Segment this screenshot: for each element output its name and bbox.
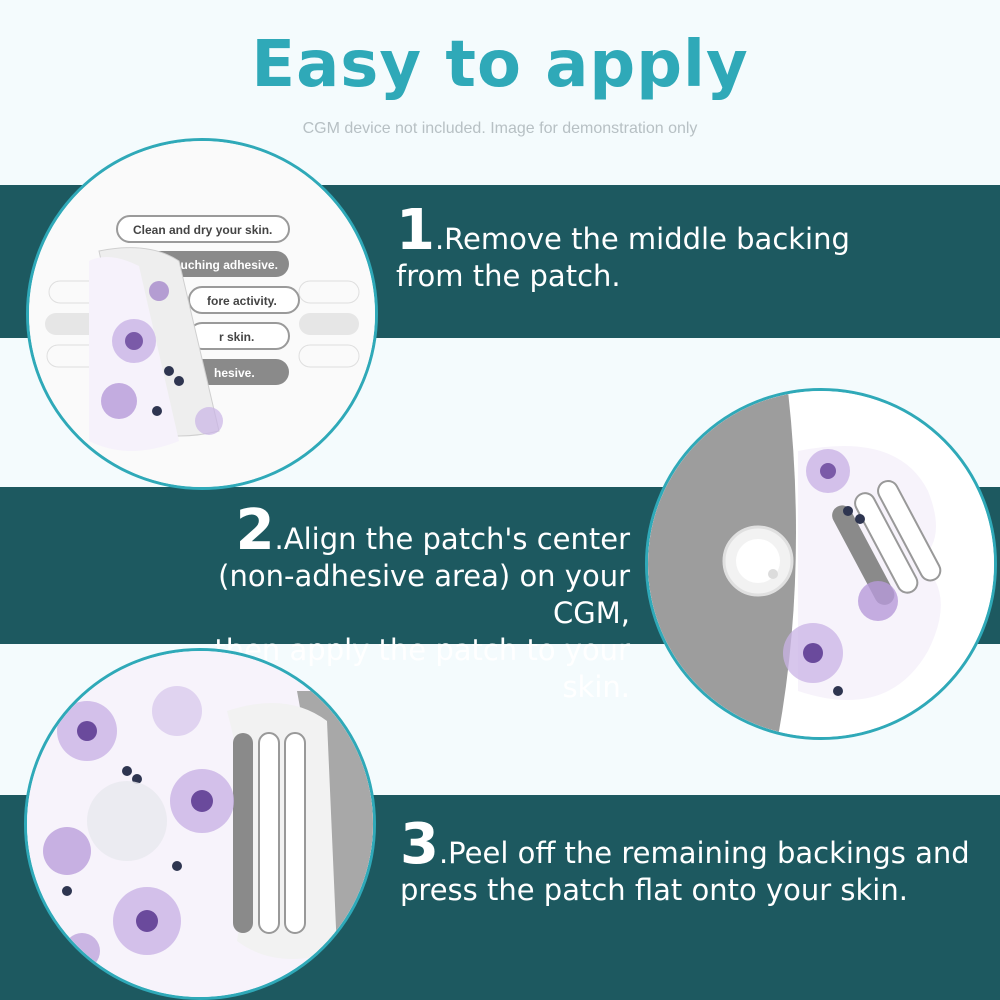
step-1-number: 1 (396, 198, 435, 263)
step-1-image: Clean and dry your skin. Avoid touching … (26, 138, 378, 490)
step-3-number: 3 (400, 812, 439, 877)
svg-text:hesive.: hesive. (214, 366, 255, 380)
step-2-line-3: then apply the patch to your skin. (214, 633, 630, 704)
patch-on-cgm-illustration (648, 391, 994, 737)
step-2-line-1: .Align the patch's center (274, 522, 630, 556)
step-3-line-2: press the patch flat onto your skin. (400, 873, 908, 907)
page-title: Easy to apply (251, 28, 749, 102)
step-1-line-2: from the patch. (396, 259, 621, 293)
step-2-image (645, 388, 997, 740)
svg-text:fore activity.: fore activity. (207, 294, 277, 308)
backing-peel-illustration: Clean and dry your skin. Avoid touching … (29, 141, 375, 487)
step-3-image (24, 648, 376, 1000)
step-1-line-1: .Remove the middle backing (434, 222, 850, 256)
step-1-text: 1.Remove the middle backing from the pat… (396, 203, 956, 295)
peel-remaining-illustration (27, 651, 373, 997)
step-2-line-2: (non-adhesive area) on your CGM, (218, 559, 630, 630)
step-2-text: 2.Align the patch's center (non-adhesive… (150, 503, 630, 706)
page-subtitle: CGM device not included. Image for demon… (302, 120, 698, 137)
step-3-line-1: .Peel off the remaining backings and (438, 836, 970, 870)
step-3-text: 3.Peel off the remaining backings and pr… (400, 817, 970, 909)
label-clean: Clean and dry your skin. (133, 223, 272, 237)
step-2-number: 2 (235, 498, 275, 563)
svg-text:r skin.: r skin. (219, 330, 254, 344)
